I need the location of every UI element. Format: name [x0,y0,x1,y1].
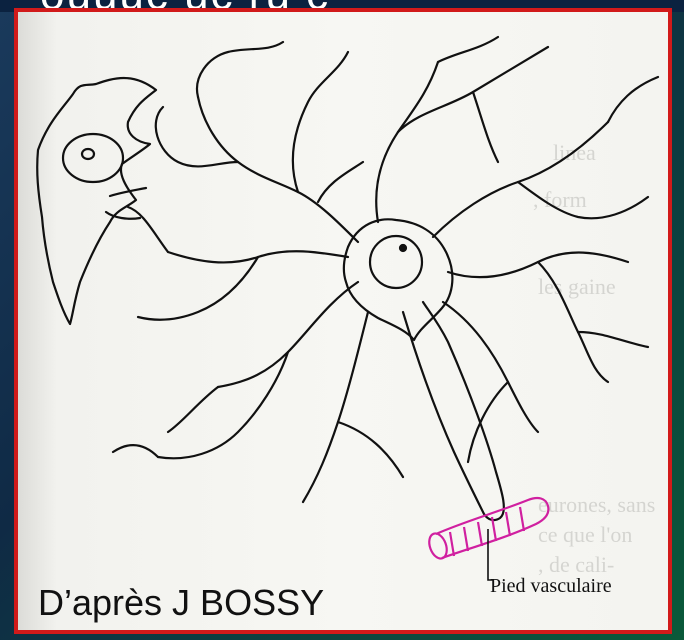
figure-frame: linea , form les gaine eurones, sans ce … [14,8,672,634]
neighbour-cell [37,78,156,324]
figure-credit: D’après J BOSSY [38,582,324,624]
callout-leader-line [488,529,494,580]
callout-label: Pied vasculaire [490,575,612,598]
astrocyte-processes [113,37,658,502]
astrocyte-illustration [18,12,668,630]
